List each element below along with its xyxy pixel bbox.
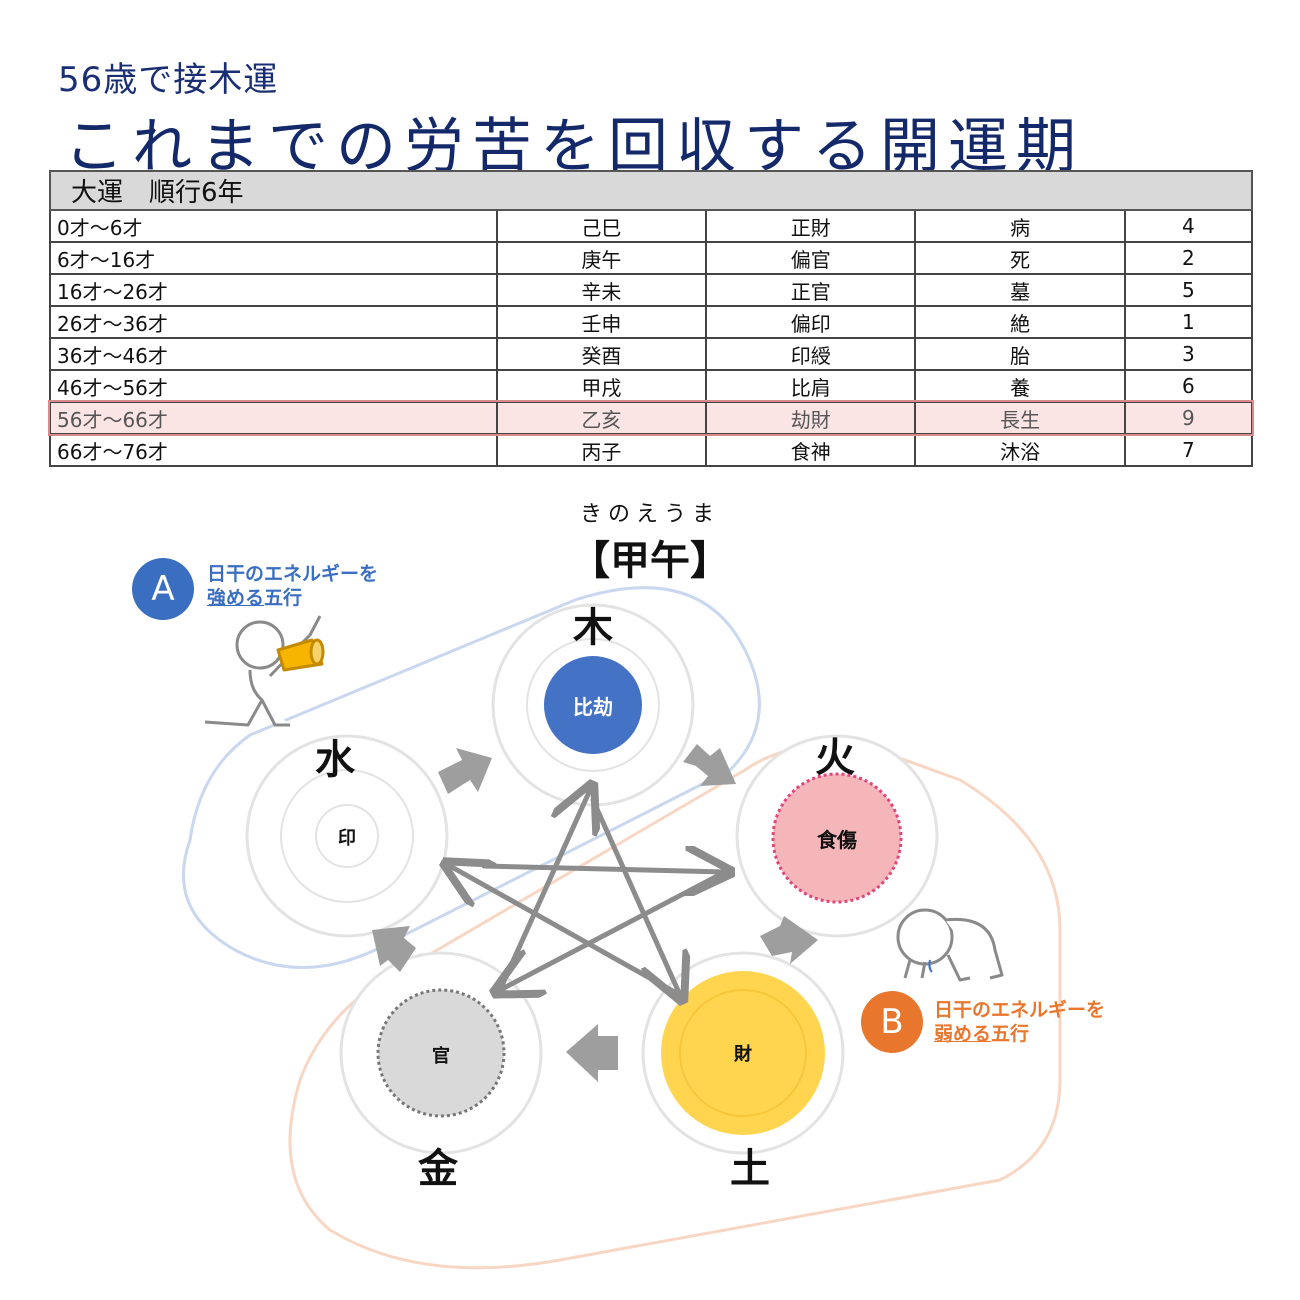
table-header: 大運 順行6年 [49, 170, 1253, 211]
fire-node [735, 734, 939, 938]
cell-star: 正財 [705, 209, 917, 243]
cell-ganzhi: 丙子 [495, 433, 708, 467]
cell-ganzhi: 庚午 [495, 241, 708, 275]
cell-ganzhi: 壬申 [495, 305, 708, 339]
control-star [450, 790, 725, 995]
node-label-metal: 官 [432, 1046, 450, 1067]
arrow-wood-to-fire [683, 744, 736, 786]
legend-a-text: 日干のエネルギーを 強める五行 [207, 563, 379, 609]
node-label-fire: 食傷 [817, 827, 857, 852]
node-label-water: 印 [338, 828, 356, 849]
cell-star: 比肩 [705, 369, 917, 403]
cell-ganzhi: 辛未 [495, 273, 708, 307]
cell-star: 偏官 [705, 241, 917, 275]
cell-score: 5 [1123, 273, 1254, 307]
cell-stage: 胎 [914, 337, 1126, 371]
tired-figure [896, 908, 1004, 982]
cell-stage: 沐浴 [914, 433, 1126, 467]
cell-score: 4 [1123, 209, 1254, 243]
cell-score: 6 [1123, 369, 1254, 403]
legend-b-text: 日干のエネルギーを 弱める五行 [934, 999, 1106, 1045]
wood-core [544, 656, 642, 754]
arrow-water-to-wood [438, 748, 492, 794]
cell-age: 26才～36才 [49, 305, 498, 339]
cell-age: 46才～56才 [49, 369, 498, 403]
cell-score: 3 [1123, 337, 1254, 371]
arrow-fire-to-earth [760, 916, 818, 964]
cell-star: 偏印 [705, 305, 917, 339]
cheering-figure [204, 615, 325, 727]
element-water: 水 [315, 737, 355, 783]
earth-core [661, 971, 825, 1135]
legend-b-badge: B [861, 991, 923, 1053]
element-metal: 金 [418, 1146, 458, 1192]
subtitle: 56歳で接木運 [58, 60, 279, 100]
cell-ganzhi: 乙亥 [495, 401, 708, 435]
cell-age: 0才～6才 [49, 209, 498, 243]
node-label-wood: 比劫 [573, 694, 613, 719]
group-a-outline [181, 586, 761, 969]
cell-stage: 死 [914, 241, 1126, 275]
group-b-outline [288, 738, 1062, 1270]
cell-ganzhi: 甲戌 [495, 369, 708, 403]
cell-score: 2 [1123, 241, 1254, 275]
arrow-metal-to-water [372, 926, 416, 972]
fire-core [771, 772, 903, 904]
cell-ganzhi: 己巳 [495, 209, 708, 243]
wood-node [491, 603, 695, 807]
cell-stage: 絶 [914, 305, 1126, 339]
day-pillar: 【甲午】 [570, 538, 730, 584]
cell-score: 9 [1123, 401, 1254, 435]
cell-age: 6才～16才 [49, 241, 498, 275]
cell-star: 印綬 [705, 337, 917, 371]
cell-score: 1 [1123, 305, 1254, 339]
legend-a-badge: A [132, 558, 194, 620]
cell-stage: 墓 [914, 273, 1126, 307]
cell-star: 正官 [705, 273, 917, 307]
cell-age: 56才～66才 [49, 401, 498, 435]
cell-stage: 病 [914, 209, 1126, 243]
cycle-arrows [372, 744, 818, 1082]
metal-node [339, 951, 543, 1155]
furigana: きのえうま [579, 502, 720, 527]
water-node [245, 734, 449, 938]
cell-score: 7 [1123, 433, 1254, 467]
node-label-earth: 財 [734, 1044, 752, 1065]
element-wood: 木 [573, 605, 613, 651]
cell-stage: 長生 [914, 401, 1126, 435]
element-earth: 土 [730, 1146, 770, 1192]
arrow-earth-to-metal [566, 1024, 618, 1082]
cell-ganzhi: 癸酉 [495, 337, 708, 371]
cell-star: 劫財 [705, 401, 917, 435]
earth-node [641, 951, 845, 1155]
cell-stage: 養 [914, 369, 1126, 403]
cell-age: 36才～46才 [49, 337, 498, 371]
cell-age: 16才～26才 [49, 273, 498, 307]
cell-star: 食神 [705, 433, 917, 467]
cell-age: 66才～76才 [49, 433, 498, 467]
element-fire: 火 [815, 735, 855, 781]
metal-core [376, 988, 506, 1118]
